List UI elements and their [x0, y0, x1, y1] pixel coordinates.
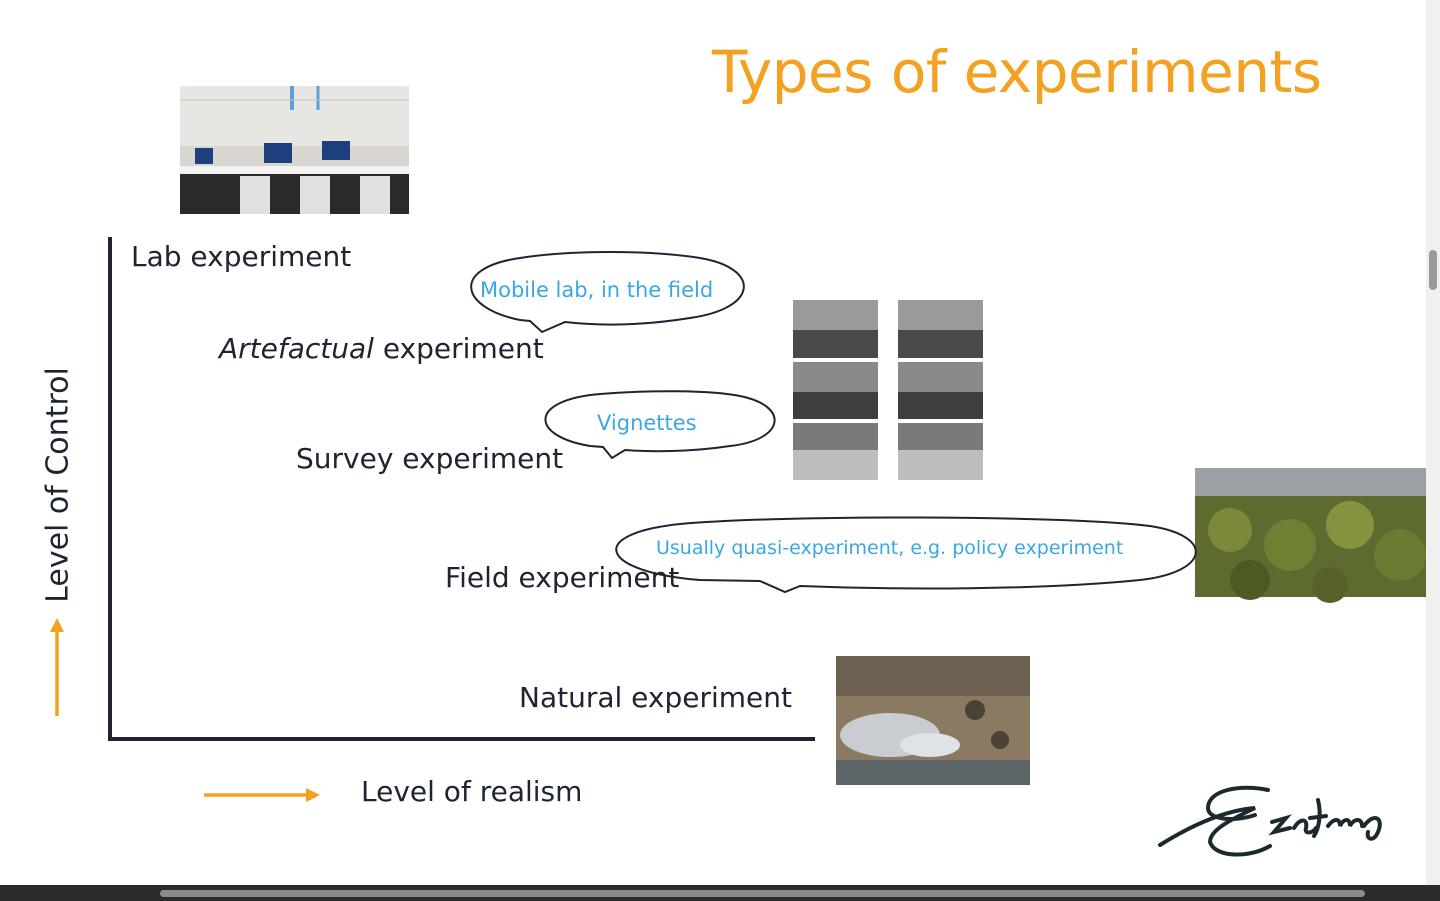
label-survey-experiment: Survey experiment [296, 442, 563, 475]
bubble-text-vignettes: Vignettes [597, 411, 697, 435]
label-text: Natural experiment [519, 681, 792, 714]
label-text: Survey experiment [296, 442, 564, 475]
vertical-scrollbar-thumb[interactable] [1429, 250, 1437, 290]
bubble-text-quasi: Usually quasi-experiment, e.g. policy ex… [656, 537, 1124, 559]
slide: Types of experiments [0, 0, 1426, 885]
vertical-scrollbar[interactable] [1426, 0, 1440, 885]
horizontal-scrollbar-thumb[interactable] [160, 890, 1365, 897]
up-arrow-icon [50, 618, 64, 716]
horizontal-scrollbar[interactable] [0, 885, 1440, 901]
bubble-mobile-lab [470, 251, 745, 334]
street-vignette-grid [793, 300, 983, 480]
label-italic-part: Artefactual [219, 332, 374, 365]
plant-field-photo [1195, 468, 1426, 603]
label-lab-experiment: Lab experiment [131, 240, 351, 273]
y-axis-label: Level of Control [40, 367, 76, 603]
label-natural-experiment: Natural experiment [519, 681, 792, 714]
erasmus-logo [1158, 785, 1382, 857]
label-text: Field experiment [445, 561, 680, 594]
label-field-experiment: Field experiment [445, 561, 679, 594]
right-arrow-icon [204, 788, 320, 802]
slide-title: Types of experiments [712, 38, 1322, 106]
label-text: experiment [373, 332, 544, 365]
bubble-quasi [615, 516, 1197, 594]
disaster-aerial-photo [836, 656, 1030, 785]
label-artefactual-experiment: Artefactual experiment [219, 332, 544, 365]
diagram-graphics [50, 86, 1426, 857]
x-axis-label: Level of realism [361, 775, 583, 808]
label-text: Lab experiment [131, 240, 352, 273]
bubble-text-mobile-lab: Mobile lab, in the field [480, 278, 714, 302]
lab-room-photo [180, 86, 409, 214]
bubble-vignettes [544, 390, 776, 460]
